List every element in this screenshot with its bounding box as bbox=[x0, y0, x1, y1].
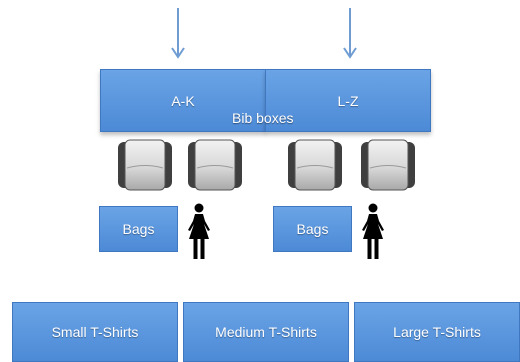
bags-right-label: Bags bbox=[296, 221, 329, 237]
small-tshirts-box: Small T-Shirts bbox=[12, 302, 178, 362]
medium-tshirts-box: Medium T-Shirts bbox=[183, 302, 349, 362]
woman-icon bbox=[362, 203, 384, 259]
bags-box-right: Bags bbox=[273, 206, 352, 252]
bib-box-icon bbox=[361, 139, 415, 191]
station-a-k-label: A-K bbox=[171, 92, 195, 109]
large-tshirts-box: Large T-Shirts bbox=[354, 302, 520, 362]
bib-box-icon bbox=[188, 139, 242, 191]
bags-box-left: Bags bbox=[99, 206, 178, 252]
bib-box-icon bbox=[118, 139, 172, 191]
station-l-z: L-Z bbox=[265, 69, 431, 132]
woman-icon bbox=[188, 203, 210, 259]
large-tshirts-label: Large T-Shirts bbox=[393, 324, 481, 340]
small-tshirts-label: Small T-Shirts bbox=[51, 324, 139, 340]
arrow-down-icon bbox=[171, 8, 185, 59]
bib-boxes-label: Bib boxes bbox=[232, 110, 294, 126]
incoming-arrows bbox=[171, 8, 357, 59]
arrow-down-icon bbox=[343, 8, 357, 59]
medium-tshirts-label: Medium T-Shirts bbox=[215, 324, 317, 340]
bags-left-label: Bags bbox=[122, 221, 155, 237]
station-a-k: A-K bbox=[100, 69, 266, 132]
bib-box-icon bbox=[288, 139, 342, 191]
bib-boxes-row bbox=[118, 139, 415, 191]
station-l-z-label: L-Z bbox=[337, 92, 359, 109]
